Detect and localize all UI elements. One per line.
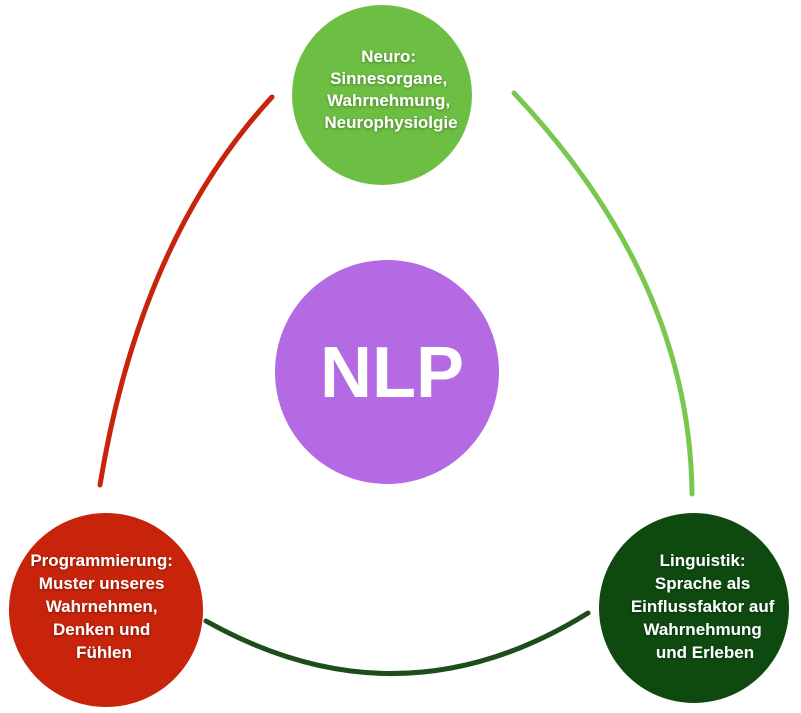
connector-neuro-linguistik <box>511 90 695 497</box>
linguistik-label-line: Wahrnehmung <box>643 620 761 639</box>
programmierung-label: Programmierung: Muster unseres Wahrnehme… <box>30 551 177 662</box>
center-label: NLP <box>320 333 464 413</box>
programmierung-node: Programmierung: Muster unseres Wahrnehme… <box>9 513 203 707</box>
center-node: NLP <box>275 260 499 484</box>
neuro-label: Neuro: Sinnesorgane, Wahrnehmung, Neurop… <box>324 47 457 132</box>
connector-programmierung-linguistik <box>203 610 591 677</box>
programmierung-label-line: Muster unseres <box>39 574 165 593</box>
neuro-node: Neuro: Sinnesorgane, Wahrnehmung, Neurop… <box>292 5 472 185</box>
linguistik-label-line: Sprache als <box>655 574 750 593</box>
programmierung-label-line: Fühlen <box>76 643 132 662</box>
programmierung-label-line: Programmierung: <box>30 551 173 570</box>
neuro-circle <box>292 5 472 185</box>
linguistik-label-line: Einflussfaktor auf <box>631 597 775 616</box>
programmierung-label-line: Denken und <box>53 620 150 639</box>
programmierung-circle <box>9 513 203 707</box>
linguistik-label-line: Linguistik: <box>660 551 746 570</box>
center-circle <box>275 260 499 484</box>
linguistik-label-line: und Erleben <box>656 643 754 662</box>
programmierung-label-line: Wahrnehmen, <box>46 597 158 616</box>
neuro-label-line: Sinnesorgane, <box>330 69 447 88</box>
linguistik-circle <box>599 513 789 703</box>
linguistik-label: Linguistik: Sprache als Einflussfaktor a… <box>631 551 779 662</box>
neuro-label-line: Neuro: <box>361 47 416 66</box>
neuro-label-line: Neurophysiolgie <box>324 113 457 132</box>
neuro-label-line: Wahrnehmung, <box>327 91 450 110</box>
connector-programmierung-neuro <box>97 94 275 488</box>
linguistik-node: Linguistik: Sprache als Einflussfaktor a… <box>599 513 789 703</box>
